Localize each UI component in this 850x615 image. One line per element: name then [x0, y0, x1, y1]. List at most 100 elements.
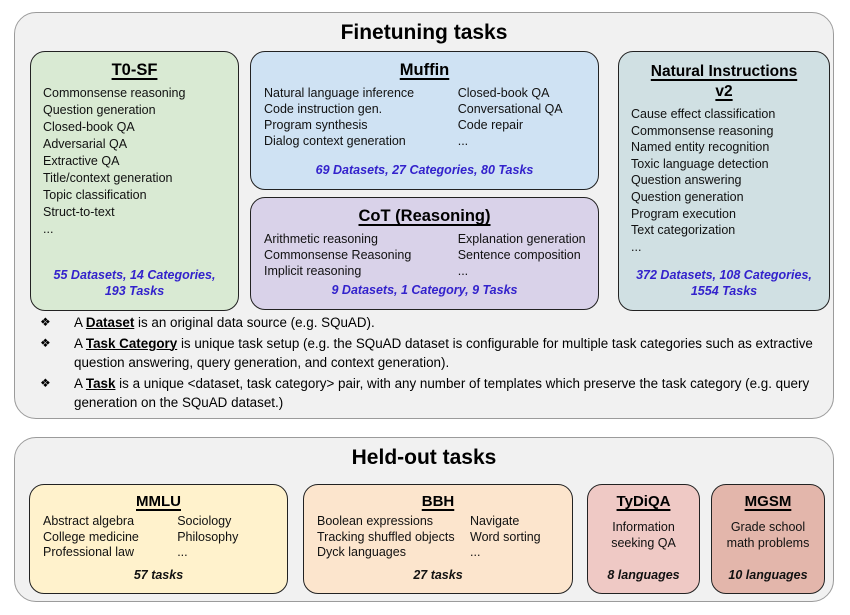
task-item: Explanation generation [457, 232, 586, 246]
finetuning-panel-title: Finetuning tasks [340, 21, 508, 44]
task-item: Word sorting [470, 529, 541, 544]
niv2-title: Natural Instructions v2 [650, 63, 798, 100]
mmlu-task-list: Abstract algebra College medicine Profes… [30, 514, 287, 561]
natural-instructions-v2-box: Natural Instructions v2 Cause effect cla… [618, 51, 830, 311]
task-item: Sociology [177, 514, 232, 528]
task-item: Navigate [470, 514, 520, 528]
task-item: Question answering [631, 173, 742, 188]
mmlu-column-2: Sociology Philosophy ... [177, 514, 287, 561]
cot-column-1: Arithmetic reasoning Commonsense Reasoni… [264, 231, 458, 279]
task-item: Tracking shuffled objects [317, 529, 455, 544]
definition-body: is unique task setup (e.g. the SQuAD dat… [74, 335, 813, 371]
task-item-ellipsis: ... [457, 134, 469, 148]
task-item: Code instruction gen. [264, 102, 383, 116]
task-item: Struct-to-text [43, 205, 115, 219]
definition-body: is a unique <dataset, task category> pai… [74, 375, 810, 411]
task-item: Program synthesis [264, 118, 368, 132]
finetuning-tasks-panel: Finetuning tasks T0-SF Commonsense reaso… [14, 12, 834, 419]
task-item: Dyck languages [317, 545, 406, 559]
task-item: Conversational QA [457, 102, 563, 116]
task-item: Text categorization [631, 223, 736, 238]
task-item: Commonsense reasoning [43, 86, 186, 100]
diamond-bullet-icon: ❖ [40, 315, 51, 329]
mmlu-stats: 57 tasks [133, 567, 184, 582]
muffin-box: Muffin Natural language inference Code i… [250, 51, 599, 190]
cot-stats: 9 Datasets, 1 Category, 9 Tasks [331, 282, 518, 297]
definition-prefix: A [74, 315, 86, 330]
task-item: Natural language inference [264, 86, 415, 100]
t0sf-task-list: Commonsense reasoning Question generatio… [31, 85, 238, 238]
muffin-task-list: Natural language inference Code instruct… [251, 85, 598, 149]
task-item: Closed-book QA [457, 86, 550, 100]
task-item: Named entity recognition [631, 140, 770, 155]
tydiqa-description: Information seeking QA [611, 520, 676, 550]
definition-term: Task [85, 375, 116, 391]
niv2-task-list: Cause effect classification Commonsense … [619, 106, 829, 255]
t0sf-title: T0-SF [111, 61, 158, 79]
diamond-bullet-icon: ❖ [40, 335, 51, 350]
cot-column-2: Explanation generation Sentence composit… [458, 231, 598, 279]
definition-task-category: ❖ A Task Category is unique task setup (… [37, 334, 815, 373]
task-item: Cause effect classification [631, 107, 776, 121]
task-item-ellipsis: ... [470, 545, 481, 559]
task-item: Topic classification [43, 188, 147, 202]
task-item: Arithmetic reasoning [264, 232, 378, 246]
task-item: Title/context generation [43, 171, 173, 185]
definitions-list: ❖ A Dataset is an original data source (… [37, 313, 815, 414]
definition-text: A Task is a unique <dataset, task catego… [74, 374, 815, 413]
bbh-box: BBH Boolean expressions Tracking shuffle… [303, 484, 573, 594]
bbh-column-1: Boolean expressions Tracking shuffled ob… [317, 514, 470, 561]
task-item: Dialog context generation [264, 134, 406, 148]
mmlu-column-1: Abstract algebra College medicine Profes… [43, 514, 177, 561]
tydiqa-box: TyDiQA Information seeking QA 8 language… [587, 484, 700, 594]
muffin-title: Muffin [399, 61, 450, 79]
bbh-task-list: Boolean expressions Tracking shuffled ob… [304, 514, 572, 561]
t0sf-stats: 55 Datasets, 14 Categories, 193 Tasks [53, 268, 216, 298]
bbh-stats: 27 tasks [413, 567, 463, 582]
task-item: Commonsense reasoning [631, 123, 774, 138]
tydiqa-stats: 8 languages [607, 567, 680, 582]
definition-body: is an original data source (e.g. SQuAD). [134, 315, 375, 330]
muffin-column-2: Closed-book QA Conversational QA Code re… [458, 85, 598, 149]
task-item: Question generation [631, 189, 744, 204]
niv2-stats: 372 Datasets, 108 Categories, 1554 Tasks [636, 268, 812, 298]
muffin-column-1: Natural language inference Code instruct… [264, 85, 458, 149]
muffin-stats: 69 Datasets, 27 Categories, 80 Tasks [315, 162, 534, 177]
task-item-ellipsis: ... [631, 239, 642, 254]
definition-text: A Dataset is an original data source (e.… [74, 313, 815, 333]
task-item-ellipsis: ... [457, 264, 469, 278]
held-out-tasks-panel: Held-out tasks MMLU Abstract algebra Col… [14, 437, 834, 602]
task-item: Commonsense Reasoning [264, 248, 412, 262]
task-item: Code repair [457, 118, 524, 132]
task-item: Abstract algebra [43, 514, 135, 528]
task-item: Program execution [631, 206, 736, 221]
definition-term: Dataset [85, 315, 135, 330]
task-item: Implicit reasoning [264, 264, 362, 278]
mgsm-title: MGSM [744, 493, 792, 510]
cot-title: CoT (Reasoning) [358, 207, 491, 225]
definition-dataset: ❖ A Dataset is an original data source (… [37, 313, 815, 333]
task-item-ellipsis: ... [43, 222, 54, 236]
cot-box: CoT (Reasoning) Arithmetic reasoning Com… [250, 197, 599, 310]
diamond-bullet-icon: ❖ [40, 375, 51, 390]
task-item: Adversarial QA [43, 137, 128, 151]
task-item: Question generation [43, 103, 156, 117]
mmlu-title: MMLU [136, 493, 181, 510]
heldout-panel-title: Held-out tasks [351, 446, 497, 469]
task-item: Boolean expressions [317, 514, 434, 528]
mmlu-box: MMLU Abstract algebra College medicine P… [29, 484, 288, 594]
definition-prefix: A [74, 335, 86, 351]
definition-term: Task Category [85, 335, 178, 351]
mgsm-stats: 10 languages [728, 567, 808, 582]
definition-task: ❖ A Task is a unique <dataset, task cate… [37, 374, 815, 413]
bbh-title: BBH [421, 493, 455, 510]
task-item: Closed-book QA [43, 120, 135, 134]
cot-task-list: Arithmetic reasoning Commonsense Reasoni… [251, 231, 598, 279]
task-item: Extractive QA [43, 154, 120, 168]
bbh-column-2: Navigate Word sorting ... [470, 514, 572, 561]
task-item: College medicine [43, 529, 139, 544]
task-item-ellipsis: ... [177, 545, 188, 559]
task-item: Sentence composition [457, 248, 581, 262]
definition-prefix: A [74, 375, 86, 391]
